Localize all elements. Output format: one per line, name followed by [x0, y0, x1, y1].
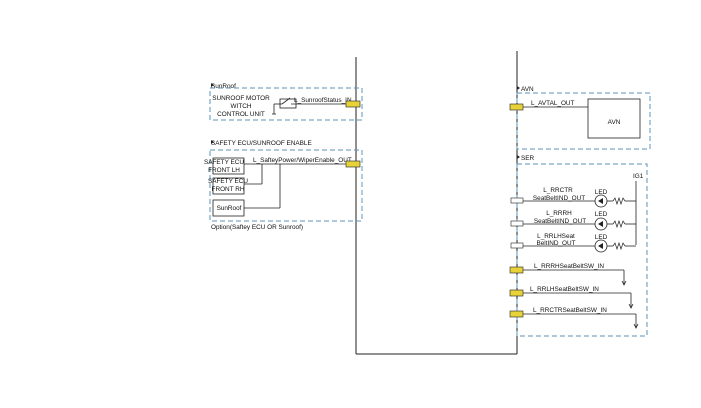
arrow-icon [517, 86, 520, 90]
safety-ecu-rh-box [212, 177, 245, 195]
safety-ecu-lh-box [212, 157, 245, 175]
sunroof-signal-label: L_SunroofStatus_IN [294, 97, 352, 104]
ser-switch-connector [509, 310, 524, 318]
ser-group: SER IG1 L_RRCTR SeatBeltIND_OUT LED L_RR… [509, 155, 648, 337]
ser-indicator-connector [510, 220, 524, 227]
safety-ecu-rh-line1: SAFETY ECU [208, 178, 248, 185]
ser-dashed-frame [516, 163, 648, 337]
sunroof-switch-symbol [272, 97, 346, 115]
safety-option-note: Option(Saftey ECU OR Sunroof) [211, 224, 303, 231]
sunroof-unit-line1: SUNROOF MOTOR [212, 95, 270, 102]
safety-signal-label: L_SafteyPower/WiperEnable_OUT [253, 157, 352, 164]
arrow-icon [211, 140, 214, 144]
sunroof-unit-line3: CONTROL UNIT [217, 111, 265, 118]
ser-led-label: LED [595, 234, 608, 241]
safety-ecu-lh-line2: FRONT LH [208, 167, 240, 174]
ser-indicator-connector [510, 242, 524, 249]
section-markers [211, 83, 520, 159]
avn-box-label: AVN [608, 119, 621, 126]
ser-indicator-line2: SeatBeltIND_OUT [533, 195, 585, 202]
ser-switch-row: L_RRLHSeatBeltSW_IN [509, 286, 634, 309]
ser-indicator-line1: L_RRCTR [543, 187, 573, 194]
ser-title: SER [521, 155, 535, 162]
avn-signal-label: L_AVTAL_OUT [531, 100, 575, 107]
arrow-icon [517, 155, 520, 159]
safety-ecu-lh-line1: SAFETY ECU [204, 159, 244, 166]
sunroof-connector [345, 100, 361, 108]
sunroof-group: SunRoof SUNROOF MOTOR WITCH CONTROL UNIT… [209, 83, 363, 121]
safety-ecu-rh-line2: FRONT RH [212, 186, 245, 193]
safety-title: SAFETY ECU/SUNROOF ENABLE [211, 140, 312, 147]
avn-dashed-frame [516, 92, 651, 150]
ser-indicator-row: L_RRRH SeatBeltIND_OUT LED [510, 210, 636, 231]
ser-indicator-row: L_RRLHSeat BeltIND_OUT LED [510, 233, 636, 253]
safety-sunroof-label: SunRoof [217, 205, 242, 212]
ser-led-label: LED [595, 189, 608, 196]
avn-connector [509, 103, 524, 111]
harness-frame [355, 51, 518, 355]
ser-indicator-connector [510, 197, 524, 204]
ser-indicator-line2: BeltIND_OUT [536, 240, 575, 247]
ser-switch-connector [509, 289, 524, 297]
ser-indicator-line1: L_RRLHSeat [537, 233, 575, 240]
ser-led-label: LED [595, 211, 608, 218]
resistor-icon [612, 219, 626, 229]
safety-connector [345, 160, 361, 168]
ser-switch-row: L_RRRHSeatBeltSW_IN [509, 263, 627, 286]
ser-switch-row: L_RRCTRSeatBeltSW_IN [509, 307, 639, 329]
safety-group: SAFETY ECU/SUNROOF ENABLE SAFETY ECU FRO… [204, 140, 363, 231]
ser-indicator-line1: L_RRRH [546, 210, 572, 217]
avn-title: AVN [521, 86, 534, 93]
ser-switch-connector [509, 266, 524, 274]
ser-indicator-row: L_RRCTR SeatBeltIND_OUT LED [510, 187, 636, 208]
arrow-icon [211, 83, 214, 87]
avn-box [587, 98, 641, 139]
resistor-icon [612, 196, 626, 206]
ser-ig-label: IG1 [633, 173, 644, 180]
ser-switch-label: L_RRRHSeatBeltSW_IN [534, 263, 604, 270]
sunroof-title: SunRoof [211, 83, 236, 90]
resistor-icon [612, 241, 626, 251]
sunroof-dashed-frame [209, 87, 363, 121]
ser-indicator-line2: SeatBeltIND_OUT [534, 218, 586, 225]
ser-switch-label: L_RRLHSeatBeltSW_IN [530, 286, 599, 293]
ser-switch-label: L_RRCTRSeatBeltSW_IN [533, 307, 607, 314]
safety-wiring [244, 163, 346, 209]
safety-dashed-frame [209, 149, 363, 222]
avn-group: AVN L_AVTAL_OUT AVN [509, 86, 651, 150]
sunroof-unit-line2: WITCH [231, 103, 252, 110]
